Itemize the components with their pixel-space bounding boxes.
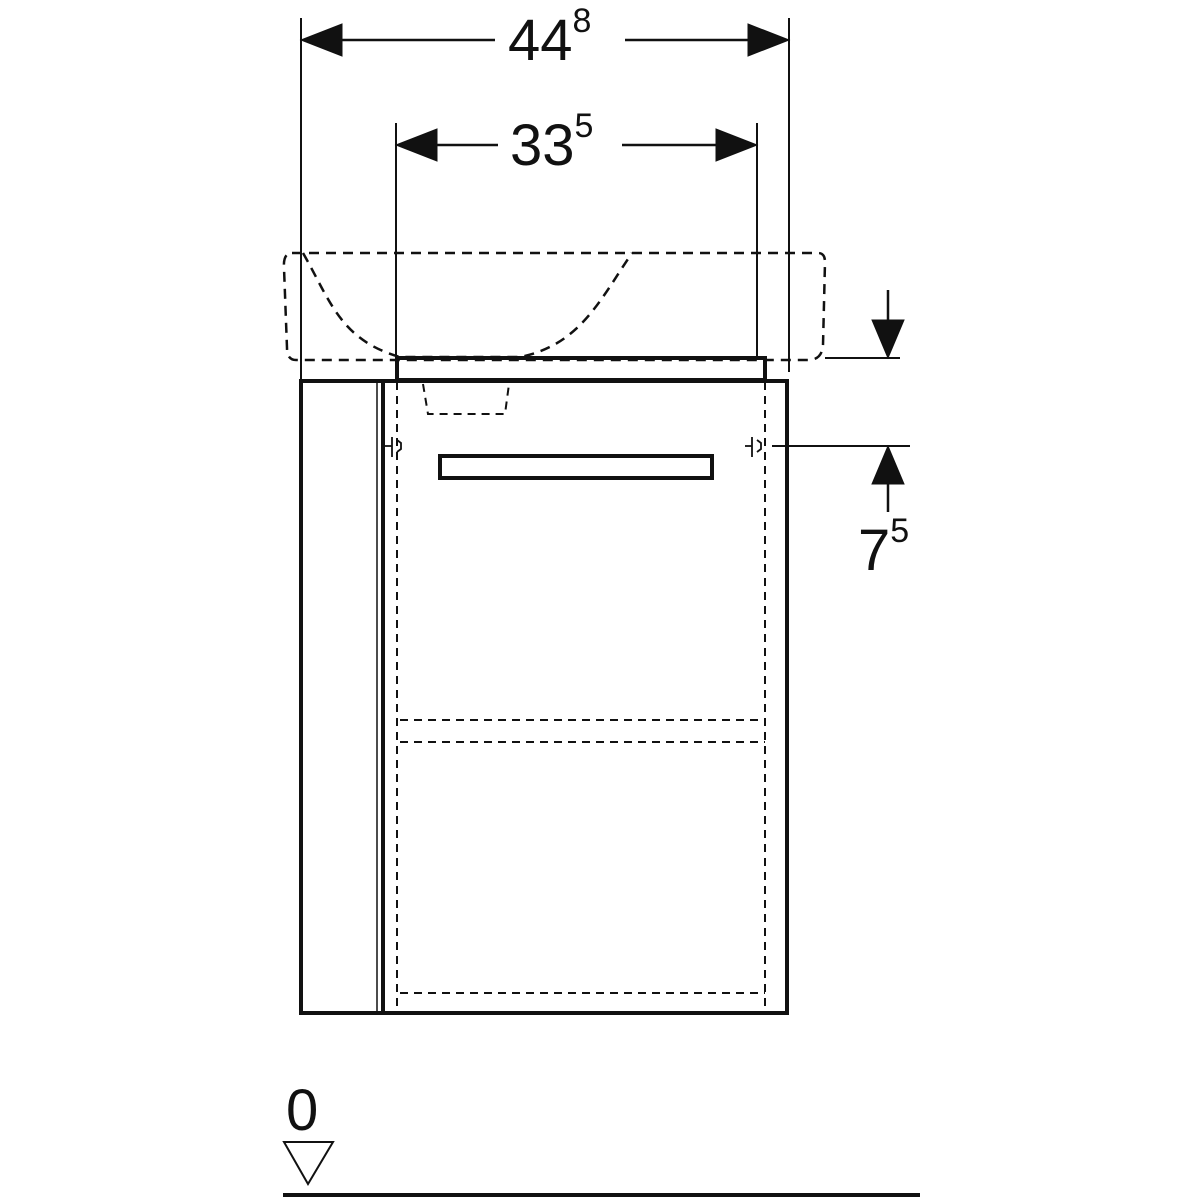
- arrowhead-left-icon: [394, 128, 438, 162]
- arrowhead-left-icon: [299, 23, 343, 57]
- arrowhead-right-icon: [715, 128, 759, 162]
- siphon-cutout: [422, 383, 510, 415]
- mounting-point-icon: [745, 437, 762, 457]
- overall-width-sup: 8: [573, 2, 592, 40]
- drawer-handle: [438, 454, 714, 480]
- washbasin-outline: [282, 251, 827, 362]
- mount-height-value: 7: [858, 518, 890, 583]
- arrow-down-icon: [871, 319, 905, 360]
- svg-text:75: 75: [858, 512, 909, 583]
- overall-width-dimension: [299, 18, 791, 380]
- basin-width-dimension: [394, 123, 759, 360]
- cabinet-hidden-lines: [396, 382, 766, 1012]
- arrow-up-icon: [871, 444, 905, 485]
- level-triangle-icon: [282, 1141, 335, 1186]
- svg-text:448: 448: [508, 2, 591, 73]
- countertop: [395, 356, 767, 382]
- floor-level-label: 0: [286, 1078, 318, 1143]
- mount-height-dimension: [772, 290, 910, 512]
- vanity-cabinet: [299, 379, 789, 1015]
- overall-width-value: 44: [508, 8, 573, 73]
- arrowhead-right-icon: [747, 23, 791, 57]
- basin-width-value: 33: [510, 113, 575, 178]
- svg-text:335: 335: [510, 107, 593, 178]
- mount-height-sup: 5: [890, 512, 909, 550]
- basin-width-sup: 5: [575, 107, 594, 145]
- mounting-point-icon: [385, 437, 402, 457]
